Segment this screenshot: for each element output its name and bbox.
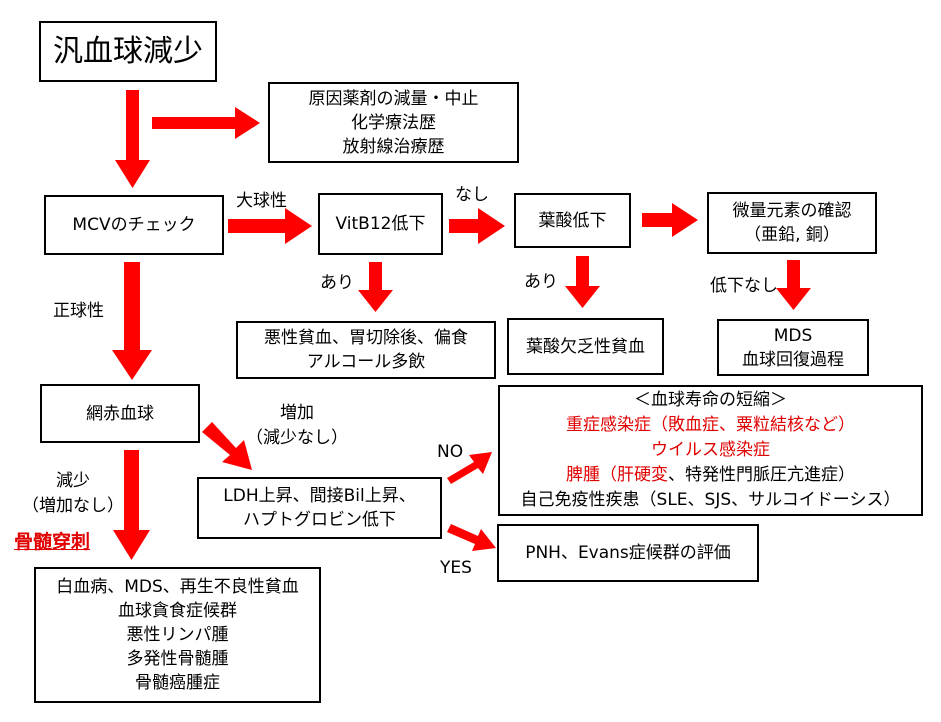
trace-line-2: （亜鉛, 銅）: [744, 225, 840, 245]
causes-line-2: 化学療法歴: [351, 112, 436, 133]
reticulocyte-text: 網赤血球: [86, 403, 154, 424]
label-normocytic: 正球性: [53, 301, 104, 321]
arrow-folate-down: [565, 256, 600, 308]
idiopathic-portal-label: 、特発性門脈圧亢進症）: [668, 465, 855, 485]
label-yes-folate: あり: [524, 272, 558, 292]
lifespan-splenomegaly: 脾腫（肝硬変、特発性門脈圧亢進症）: [566, 463, 855, 488]
arrow-mcv-to-reticulocyte: [112, 262, 152, 380]
marrow-result-line-4: 多発性骨髄腫: [126, 649, 229, 669]
causes-line-1: 原因薬剤の減量・中止: [308, 88, 479, 109]
label-yes-vitb12: あり: [320, 273, 354, 293]
folate-result-box: 葉酸欠乏性貧血: [507, 318, 664, 375]
arrow-vitb12-to-folate: [449, 208, 505, 244]
lifespan-severe-infection: 重症感染症（敗血症、粟粒結核など）: [566, 415, 855, 435]
arrow-vitb12-down: [358, 262, 393, 312]
mds-result-box: MDS 血球回復過程: [717, 319, 869, 376]
label-decrease-line-2: （増加なし）: [22, 496, 124, 516]
reticulocyte-box: 網赤血球: [40, 384, 200, 443]
arrow-to-causes: [152, 107, 260, 139]
pnh-text: PNH、Evans症候群の評価: [525, 543, 731, 563]
folate-result-text: 葉酸欠乏性貧血: [526, 336, 645, 357]
label-no-decrease: 低下なし: [710, 276, 778, 296]
causes-box: 原因薬剤の減量・中止 化学療法歴 放射線治療歴: [268, 82, 519, 163]
mcv-text: MCVのチェック: [72, 215, 196, 235]
trace-line-1: 微量元素の確認: [732, 201, 852, 221]
arrow-ldh-to-pnh: [447, 524, 496, 551]
vitb12-box: VitB12低下: [318, 193, 443, 255]
folate-box: 葉酸低下: [514, 193, 631, 248]
mds-result-line-2: 血球回復過程: [742, 349, 844, 370]
vitb12-result-line-2: アルコール多飲: [306, 352, 426, 372]
label-none: なし: [455, 185, 489, 205]
cirrhosis-label: 肝硬変: [617, 465, 668, 485]
vitb12-text: VitB12低下: [335, 214, 426, 234]
ldh-line-1: LDH上昇、間接Bil上昇、: [223, 486, 416, 506]
label-increase-line-1: 増加: [280, 403, 314, 423]
arrow-trace-down: [776, 260, 811, 310]
splenomegaly-label: 脾腫（: [566, 465, 617, 485]
marrow-result-line-3: 悪性リンパ腫: [126, 625, 229, 645]
lifespan-header: ＜血球寿命の短縮＞: [634, 390, 787, 410]
label-macro: 大球性: [236, 191, 287, 211]
folate-text: 葉酸低下: [538, 210, 607, 231]
arrow-mcv-to-vitb12: [228, 208, 312, 244]
label-decrease: 減少 （増加なし）: [8, 470, 138, 517]
ldh-line-2: ハプトグロビン低下: [243, 510, 396, 530]
arrow-reticulocyte-to-ldh: [202, 422, 252, 470]
mcv-box: MCVのチェック: [44, 195, 224, 255]
trace-box: 微量元素の確認 （亜鉛, 銅）: [707, 192, 877, 254]
lifespan-autoimmune: 自己免疫性疾患（SLE、SJS、サルコイドーシス）: [520, 490, 901, 510]
marrow-result-line-2: 血球貪食症候群: [118, 601, 237, 621]
vitb12-result-line-1: 悪性貧血、胃切除後、偏食: [264, 328, 468, 348]
lifespan-box: ＜血球寿命の短縮＞ 重症感染症（敗血症、粟粒結核など） ウイルス感染症 脾腫（肝…: [498, 385, 923, 516]
vitb12-result-box: 悪性貧血、胃切除後、偏食 アルコール多飲: [236, 321, 496, 379]
marrow-result-box: 白血病、MDS、再生不良性貧血 血球貪食症候群 悪性リンパ腫 多発性骨髄腫 骨髄…: [34, 567, 321, 703]
ldh-box: LDH上昇、間接Bil上昇、 ハプトグロビン低下: [197, 477, 442, 539]
arrow-reticulocyte-to-marrow: [113, 450, 150, 560]
label-decrease-line-1: 減少: [56, 471, 90, 491]
causes-line-3: 放射線治療歴: [342, 136, 445, 157]
label-increase: 増加 （減少なし）: [238, 402, 356, 449]
arrow-folate-to-trace: [642, 203, 698, 237]
pnh-box: PNH、Evans症候群の評価: [497, 524, 759, 582]
marrow-result-line-5: 骨髄癌腫症: [135, 673, 220, 693]
marrow-result-line-1: 白血病、MDS、再生不良性貧血: [56, 577, 299, 597]
title-box: 汎血球減少: [39, 21, 217, 82]
title: 汎血球減少: [53, 33, 203, 69]
mds-result-line-1: MDS: [773, 325, 813, 346]
arrow-title-to-mcv: [115, 90, 150, 188]
label-yes: YES: [440, 558, 472, 578]
label-no: NO: [437, 442, 464, 462]
label-bone-marrow-aspiration: 骨髄穿刺: [14, 531, 91, 553]
lifespan-viral-infection: ウイルス感染症: [651, 440, 770, 460]
label-increase-line-2: （減少なし）: [246, 428, 348, 448]
arrow-ldh-to-lifespan: [447, 452, 492, 484]
